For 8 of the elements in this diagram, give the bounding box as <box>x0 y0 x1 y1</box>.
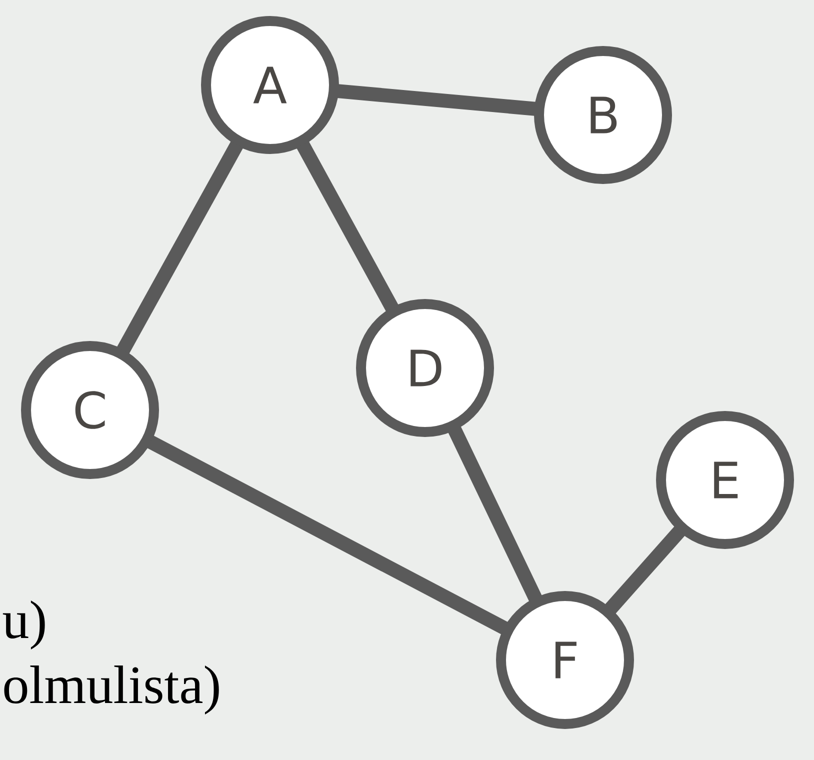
edge-line <box>116 141 244 354</box>
edge-line <box>604 526 686 614</box>
edge-line <box>296 141 398 312</box>
text-fragment: olmulista) <box>4 666 219 714</box>
edge-line <box>337 84 536 116</box>
edge-line <box>448 426 542 602</box>
text-fragment: u) <box>2 600 45 650</box>
edge-line <box>146 435 508 634</box>
